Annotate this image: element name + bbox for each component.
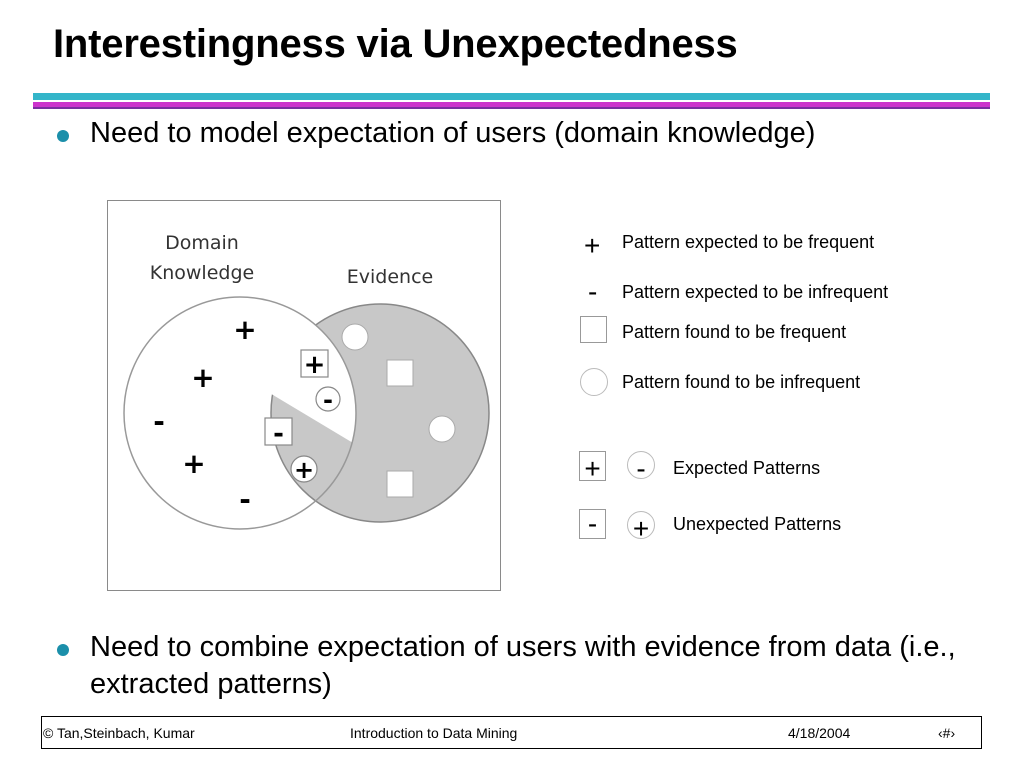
found-infrequent-circle <box>315 386 341 412</box>
title-rule-purple <box>33 107 990 109</box>
domain-label-line2: Knowledge <box>150 262 254 284</box>
footer-page-number: ‹#› <box>938 725 956 741</box>
plus-mark: + <box>182 447 205 480</box>
legend-circled-plus: + <box>627 511 655 544</box>
title-rule-magenta <box>33 102 990 107</box>
plus-mark: + <box>294 456 314 484</box>
plus-mark: + <box>191 361 214 394</box>
found-infrequent-circle <box>290 455 318 483</box>
legend-boxed-plus: + <box>579 451 606 484</box>
minus-mark: - <box>323 386 333 414</box>
found-infrequent-circle <box>428 415 456 443</box>
bullet-combine-evidence: Need to combine expectation of users wit… <box>57 629 990 703</box>
legend-plus-symbol: + <box>584 230 601 261</box>
legend-expected-infrequent: Pattern expected to be infrequent <box>622 282 889 302</box>
plus-mark: + <box>304 350 326 380</box>
legend-circle-icon <box>580 368 608 396</box>
evidence-label: Evidence <box>347 266 433 288</box>
bullet-domain-knowledge: Need to model expectation of users (doma… <box>57 115 990 152</box>
legend-found-infrequent: Pattern found to be infrequent <box>622 372 861 392</box>
found-frequent-square <box>386 470 414 498</box>
legend-expected-frequent: Pattern expected to be frequent <box>622 232 875 252</box>
plus-mark: + <box>233 313 256 346</box>
domain-label-line1: Domain <box>165 232 239 254</box>
found-frequent-square <box>264 417 293 446</box>
legend-square-icon <box>580 316 607 343</box>
found-frequent-square <box>300 349 329 378</box>
domain-knowledge-circle <box>123 296 357 530</box>
legend-unexpected-patterns: Unexpected Patterns <box>673 514 842 534</box>
footer-book-title: Introduction to Data Mining <box>350 725 518 741</box>
slide-footer: © Tan,Steinbach, Kumar Introduction to D… <box>41 716 982 749</box>
minus-mark: - <box>273 419 284 449</box>
found-frequent-square <box>386 359 414 387</box>
minus-mark: - <box>153 405 165 438</box>
legend-boxed-minus: - <box>579 509 606 539</box>
minus-mark: - <box>239 483 251 516</box>
legend-expected-patterns: Expected Patterns <box>673 458 821 478</box>
legend-minus-symbol: - <box>588 276 598 307</box>
venn-diagram-frame: Domain Knowledge Evidence + + - + - + - … <box>107 200 501 591</box>
title-rule-cyan <box>33 93 990 100</box>
footer-copyright: © Tan,Steinbach, Kumar <box>43 725 195 741</box>
legend-circled-minus: - <box>627 451 655 484</box>
title-rule-gap <box>33 100 990 102</box>
found-infrequent-circle <box>341 323 369 351</box>
legend-found-frequent: Pattern found to be frequent <box>622 322 847 342</box>
venn-diagram: Domain Knowledge Evidence + + - + - + - … <box>123 232 490 530</box>
slide-title: Interestingness via Unexpectedness <box>53 22 738 66</box>
footer-date: 4/18/2004 <box>788 725 851 741</box>
